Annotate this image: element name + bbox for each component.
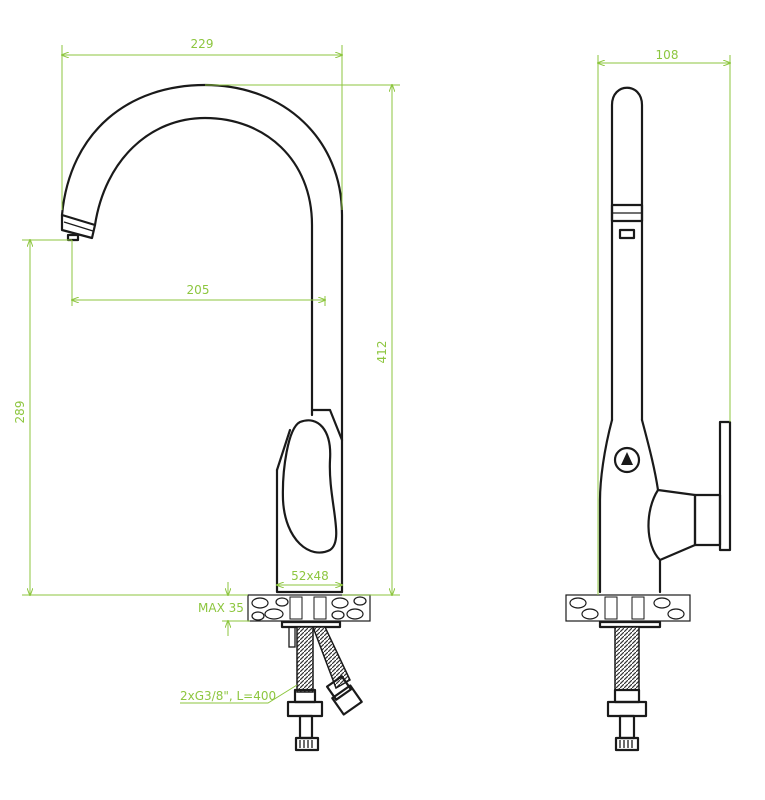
dim-289: 289	[13, 401, 27, 424]
dim-229: 229	[191, 37, 214, 51]
dim-52x48: 52x48	[291, 569, 329, 583]
spout-inner	[93, 116, 314, 417]
front-view	[60, 83, 371, 752]
dim-108: 108	[656, 48, 679, 62]
lever	[281, 419, 338, 554]
hose-spec: 2xG3/8", L=400	[180, 689, 276, 703]
side-countertop	[565, 594, 691, 622]
body	[275, 408, 344, 594]
nozzle	[60, 213, 97, 240]
countertop	[247, 594, 371, 622]
side-spout	[610, 86, 644, 422]
spout-outer	[60, 83, 344, 594]
dim-max-35: MAX 35	[198, 601, 244, 615]
side-view	[565, 86, 732, 752]
front-dimensions: 229 205 412 289 52x48 MAX 35 2xG3/8", L=…	[13, 37, 400, 704]
side-dimensions: 108	[598, 48, 730, 595]
dim-205: 205	[187, 283, 210, 297]
dim-412: 412	[375, 341, 389, 364]
